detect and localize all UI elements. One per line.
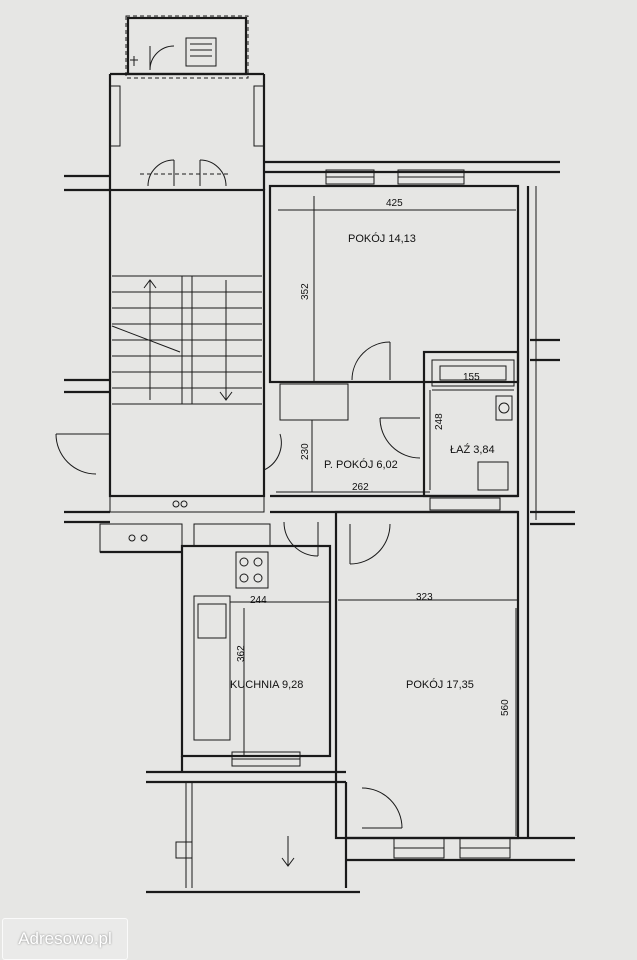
entrance-vestibule — [110, 15, 264, 79]
room-label-pokoj-2: POKÓJ 17,35 — [406, 678, 474, 691]
dimension-323: 323 — [416, 592, 433, 603]
dimension-425: 425 — [386, 198, 403, 209]
dimension-362: 362 — [236, 645, 247, 662]
dimension-248: 248 — [434, 413, 445, 430]
room-pokoj-17: POKÓJ 17,35 323 560 — [334, 510, 575, 862]
upper-corridor — [108, 74, 266, 190]
room-lazienka: ŁAŹ 3,84 155 248 — [422, 350, 520, 511]
dimension-155: 155 — [463, 372, 480, 383]
room-pokoj-14: POKÓJ 14,13 425 352 — [264, 160, 560, 520]
room-label-kuchnia: KUCHNIA 9,28 — [230, 679, 303, 691]
dimension-244: 244 — [250, 595, 267, 606]
stair-treads — [111, 275, 262, 405]
exterior-walls-left — [64, 510, 184, 772]
room-label-pokoj-1: POKÓJ 14,13 — [348, 232, 416, 245]
dimension-560: 560 — [500, 699, 511, 716]
room-label-lazienka: ŁAŹ 3,84 — [450, 443, 495, 456]
room-kuchnia: KUCHNIA 9,28 244 362 — [99, 521, 332, 767]
dimension-352: 352 — [300, 283, 311, 300]
room-przedpokoj: P. POKÓJ 6,02 230 262 — [270, 341, 518, 514]
watermark-logo: Adresowo.pl — [2, 918, 128, 960]
room-label-przedpokoj: P. POKÓJ 6,02 — [324, 458, 398, 471]
stairwell — [55, 174, 282, 513]
balcony — [146, 770, 360, 894]
dimension-262: 262 — [352, 482, 369, 493]
dimension-230: 230 — [300, 443, 311, 460]
